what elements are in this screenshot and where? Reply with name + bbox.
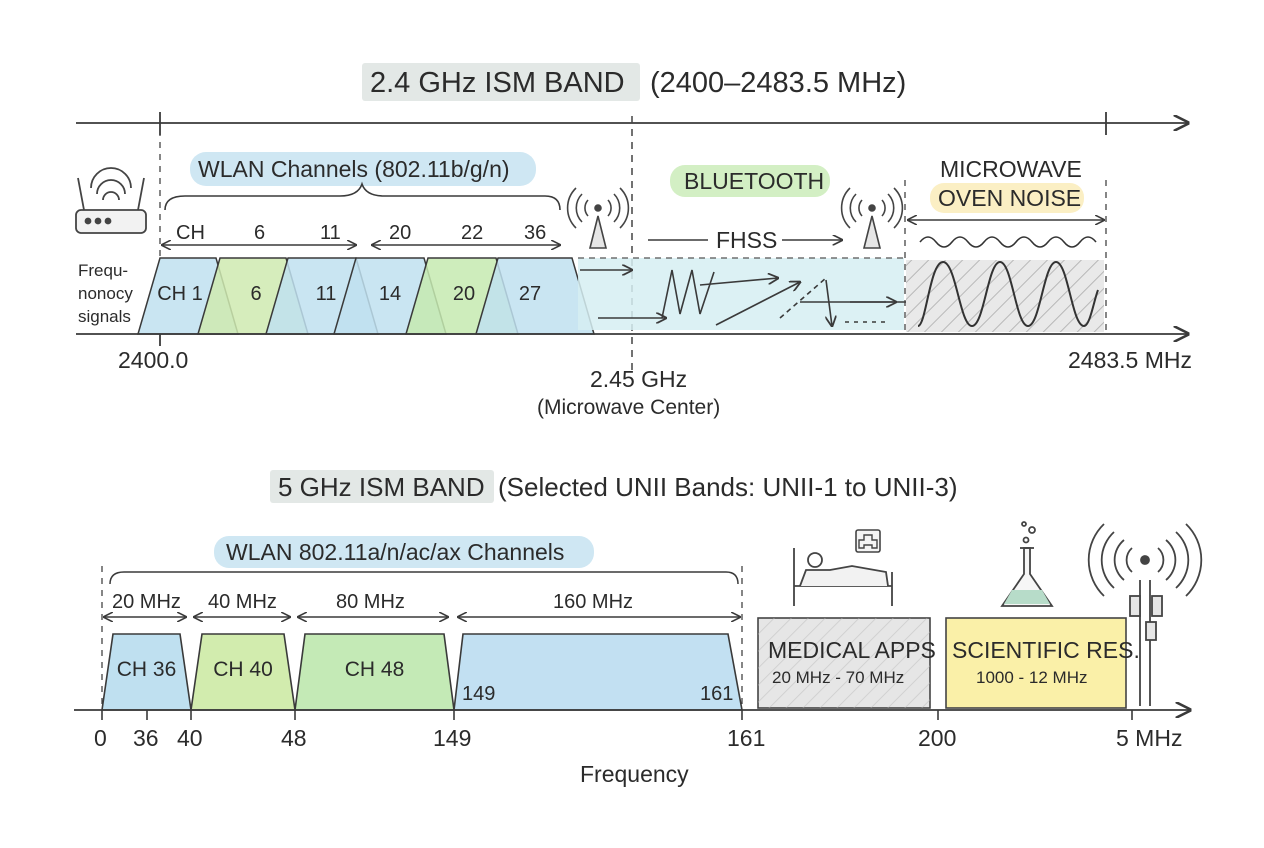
wlan-channel-label: 27 [519, 283, 541, 305]
width-label: 80 MHz [336, 591, 405, 613]
bracket-label: 36 [524, 222, 546, 244]
medical-apps-range: 20 MHz - 70 MHz [772, 668, 904, 687]
band-24-title-range: (2400–2483.5 MHz) [650, 67, 906, 99]
antenna-icon [840, 187, 904, 249]
ch160-end-label: 161 [700, 683, 733, 705]
band-5-title-range: (Selected UNII Bands: UNII-1 to UNII-3) [498, 472, 957, 502]
channel-width-row: 20 MHz 40 MHz 80 MHz 160 MHz [104, 591, 740, 617]
wlan-5-channel-label: CH 40 [213, 658, 273, 681]
side-signal-label: Frequ- nonocy signals [78, 261, 133, 326]
svg-text:Frequ-: Frequ- [78, 261, 128, 280]
wlan-24-channels: CH 1 6 11 14 20 27 [137, 257, 595, 335]
frequency-axis-label: Frequency [580, 761, 689, 787]
bluetooth-zone [578, 258, 904, 330]
tick-label: 0 [94, 725, 107, 751]
tick-label: 149 [433, 725, 471, 751]
wlan-channels-label: WLAN Channels (802.11b/g/n) [198, 156, 510, 182]
width-label: 160 MHz [553, 591, 633, 613]
wlan-5-channels: CH 36 CH 40 CH 48 [101, 633, 455, 711]
axis-end-label: 2483.5 MHz [1068, 347, 1192, 373]
svg-text:signals: signals [78, 307, 131, 326]
wlan-brace [164, 181, 561, 211]
band-24-title: 2.4 GHz ISM BAND (2400–2483.5 MHz) [362, 63, 906, 101]
cell-tower-icon [1087, 523, 1203, 706]
tick-label: 200 [918, 725, 956, 751]
bracket-label: CH [176, 222, 205, 244]
medical-apps-title: MEDICAL APPS [768, 637, 936, 663]
microwave-label: MICROWAVE [940, 156, 1082, 182]
tick-label: 36 [133, 725, 159, 751]
svg-text:nonocy: nonocy [78, 284, 133, 303]
bracket-label: 6 [254, 222, 265, 244]
fhss-label: FHSS [716, 227, 777, 253]
band-5-section: 5 GHz ISM BAND (Selected UNII Bands: UNI… [74, 470, 1203, 787]
width-label: 40 MHz [208, 591, 277, 613]
wlan-channel-label: 20 [453, 283, 475, 305]
bluetooth-label: BLUETOOTH [684, 168, 824, 194]
medical-cross-icon [855, 529, 881, 553]
channel-160-mhz [453, 633, 743, 711]
width-label: 20 MHz [112, 591, 181, 613]
wlan-5-brace [109, 571, 739, 585]
bracket-label: 11 [320, 222, 341, 244]
tick-label: 40 [177, 725, 203, 751]
title-highlight-bg [362, 63, 640, 101]
scientific-research-block [945, 617, 1127, 709]
fhss-hopping-arrows [580, 270, 920, 326]
hospital-bed-icon [793, 548, 893, 606]
channel-bracket-row: CH 6 11 20 22 36 [162, 222, 560, 245]
wlan-5-channel-label: CH 48 [345, 658, 405, 681]
scientific-range: 1000 - 12 MHz [976, 668, 1088, 687]
tick-label: 48 [281, 725, 307, 751]
bracket-label: 22 [461, 222, 483, 244]
band-5-ticks [101, 710, 1133, 720]
scientific-title: SCIENTIFIC RES. [952, 637, 1140, 663]
antenna-icon [566, 187, 630, 249]
wlan-channel-label: 14 [379, 283, 401, 305]
bracket-label: 20 [389, 222, 411, 244]
band-24-section: 2.4 GHz ISM BAND (2400–2483.5 MHz) WLAN … [75, 63, 1192, 419]
wlan-5-channel-label: CH 36 [117, 658, 177, 681]
tick-label: 161 [727, 725, 765, 751]
flask-icon [1000, 521, 1054, 607]
center-freq-label: 2.45 GHz [590, 366, 687, 392]
axis-start-label: 2400.0 [118, 347, 188, 373]
microwave-wave [917, 260, 1099, 328]
wlan-channel-label: 11 [316, 283, 337, 305]
oven-noise-label: OVEN NOISE [938, 185, 1081, 211]
band-5-title-highlight: 5 GHz ISM BAND [278, 472, 485, 502]
router-icon [75, 167, 147, 234]
wlan-5-label: WLAN 802.11a/n/ac/ax Channels [226, 539, 564, 565]
band-24-title-highlight: 2.4 GHz ISM BAND [370, 67, 625, 99]
ch160-start-label: 149 [462, 683, 495, 705]
wlan-channel-label: CH 1 [157, 283, 203, 305]
center-freq-sublabel: (Microwave Center) [537, 396, 720, 419]
wlan-channel-label: 6 [250, 283, 261, 305]
tick-label: 5 MHz [1116, 725, 1182, 751]
